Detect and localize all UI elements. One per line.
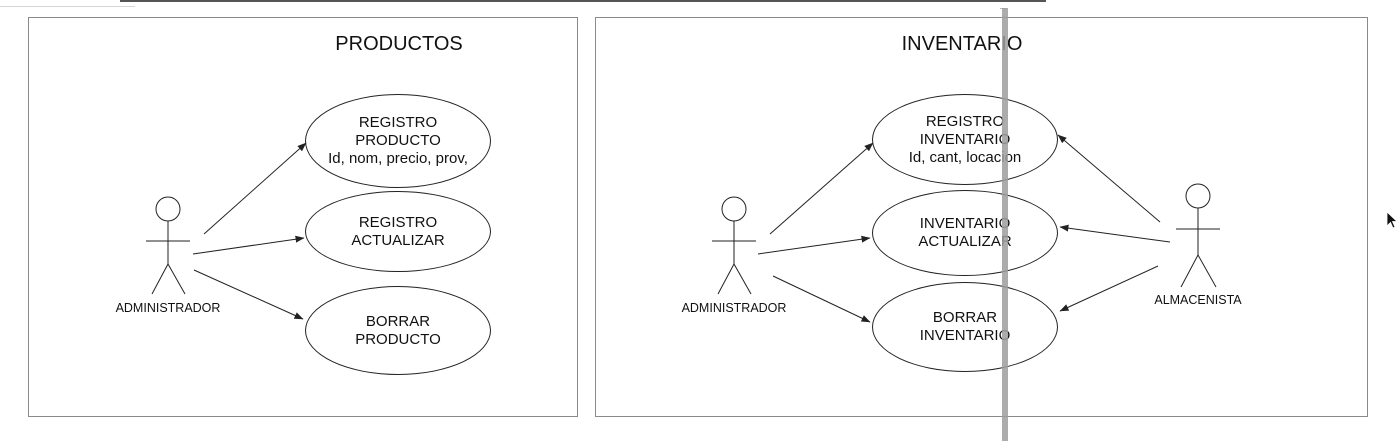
- usecase-inventario-actualizar[interactable]: INVENTARIO ACTUALIZAR: [872, 190, 1058, 276]
- association-arrow: [203, 142, 307, 235]
- usecase-borrar-inventario[interactable]: BORRAR INVENTARIO: [872, 282, 1058, 372]
- usecase-line: ACTUALIZAR: [918, 233, 1012, 250]
- association-arrow: [769, 142, 874, 235]
- usecase-registro-producto[interactable]: REGISTRO PRODUCTO Id, nom, precio, prov,: [305, 94, 491, 188]
- actor-almacenista-figure[interactable]: [1176, 183, 1220, 288]
- association-arrow: [1057, 134, 1161, 223]
- association-arrow: [193, 269, 304, 320]
- panel-productos: [28, 17, 578, 417]
- usecase-line: Id, nom, precio, prov,: [328, 150, 468, 167]
- usecase-line: Id, cant, locacion: [908, 148, 1022, 166]
- usecase-registro-inventario[interactable]: REGISTRO INVENTARIO Id, cant, locacion: [872, 94, 1058, 185]
- actor-label-almacenista: ALMACENISTA: [1154, 293, 1242, 307]
- usecase-line: ACTUALIZAR: [351, 231, 445, 249]
- usecase-registro-actualizar[interactable]: REGISTRO ACTUALIZAR: [305, 191, 491, 272]
- usecase-line: INVENTARIO: [919, 130, 1011, 148]
- usecase-borrar-producto[interactable]: BORRAR PRODUCTO: [305, 286, 491, 375]
- association-arrow: [192, 235, 305, 255]
- usecase-line: REGISTRO: [358, 114, 438, 131]
- usecase-line: INVENTARIO: [919, 327, 1011, 344]
- association-arrow: [772, 275, 871, 323]
- panel-title-inventario: INVENTARIO: [901, 33, 1023, 55]
- association-arrow: [757, 235, 871, 255]
- association-arrow: [1059, 224, 1171, 243]
- usecase-line: BORRAR: [932, 309, 998, 326]
- top-border-line: [120, 0, 1046, 2]
- actor-label-administrador: ADMINISTRADOR: [115, 301, 221, 315]
- usecase-line: BORRAR: [365, 312, 431, 330]
- actor-administrador-figure[interactable]: [712, 196, 756, 295]
- divider-line: [0, 6, 135, 7]
- mouse-cursor-icon: [1386, 211, 1398, 229]
- usecase-line: REGISTRO: [358, 213, 438, 231]
- actor-label-administrador: ADMINISTRADOR: [681, 301, 787, 315]
- association-arrow: [1059, 265, 1159, 312]
- usecase-line: REGISTRO: [925, 112, 1005, 130]
- usecase-line: PRODUCTO: [355, 330, 441, 348]
- usecase-line: PRODUCTO: [355, 132, 441, 149]
- actor-administrador-figure[interactable]: [146, 196, 190, 295]
- usecase-line: INVENTARIO: [919, 215, 1011, 232]
- panel-title-productos: PRODUCTOS: [335, 33, 463, 55]
- vertical-scroll-bar[interactable]: [1002, 8, 1008, 441]
